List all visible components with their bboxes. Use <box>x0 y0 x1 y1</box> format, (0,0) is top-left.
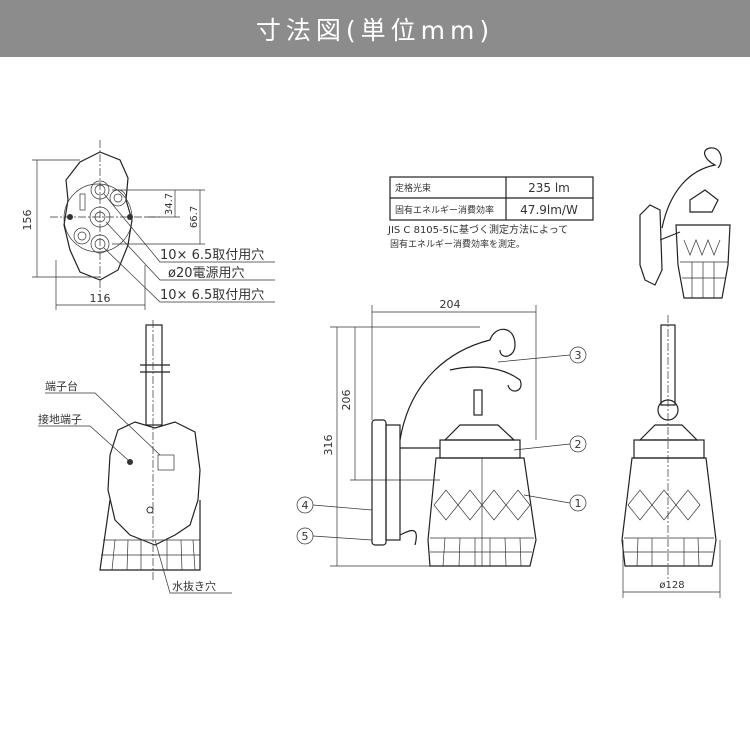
label-terminal-block: 端子台 <box>45 379 78 393</box>
label-ground-terminal: 接地端子 <box>38 413 82 426</box>
spec-table: 定格光束 235 lm 固有エネルギー消費効率 47.9lm/W JIS C 8… <box>387 176 594 250</box>
lamp-front-view: ø128 <box>621 315 721 598</box>
label-drain-hole: 水抜き穴 <box>172 579 216 593</box>
label-mounting-hole-1: 10× 6.5取付用穴 <box>160 248 264 263</box>
spec-value-luminous-flux: 235 lm <box>528 181 570 195</box>
header-bar: 寸法図(単位mm) <box>0 0 750 57</box>
dim-316: 316 <box>322 435 335 456</box>
spec-note-line1: JIS C 8105-5に基づく測定方法によって <box>387 223 568 236</box>
callout-1: 1 <box>575 497 582 510</box>
callout-5: 5 <box>302 530 309 543</box>
spec-label-luminous-flux: 定格光束 <box>395 182 431 194</box>
dim-204: 204 <box>440 298 461 311</box>
callout-4: 4 <box>302 499 309 512</box>
backplate-top-view: 156 116 34.7 66.7 10× 6.5取付用穴 ø20電源用穴 10… <box>21 140 275 310</box>
dim-206: 206 <box>340 390 353 411</box>
lamp-side-view: 204 206 316 3 2 1 4 5 <box>296 298 587 567</box>
spec-label-efficiency: 固有エネルギー消費効率 <box>395 204 494 216</box>
dim-66-7: 66.7 <box>189 206 200 228</box>
label-mounting-hole-2: 10× 6.5取付用穴 <box>160 288 264 303</box>
page-title: 寸法図(単位mm) <box>255 15 495 45</box>
dim-diameter-128: ø128 <box>659 580 684 591</box>
lamp-back-view: 端子台 接地端子 水抜き穴 <box>38 320 232 594</box>
spec-value-efficiency: 47.9lm/W <box>520 203 578 217</box>
dim-156: 156 <box>21 210 34 231</box>
callout-2: 2 <box>575 438 582 451</box>
label-power-hole: ø20電源用穴 <box>168 266 245 281</box>
lamp-perspective-view <box>639 147 731 299</box>
dim-34-7: 34.7 <box>164 193 175 215</box>
callout-3: 3 <box>575 349 582 362</box>
dim-116: 116 <box>90 292 111 305</box>
spec-note-line2: 固有エネルギー消費効率を測定。 <box>390 238 525 250</box>
